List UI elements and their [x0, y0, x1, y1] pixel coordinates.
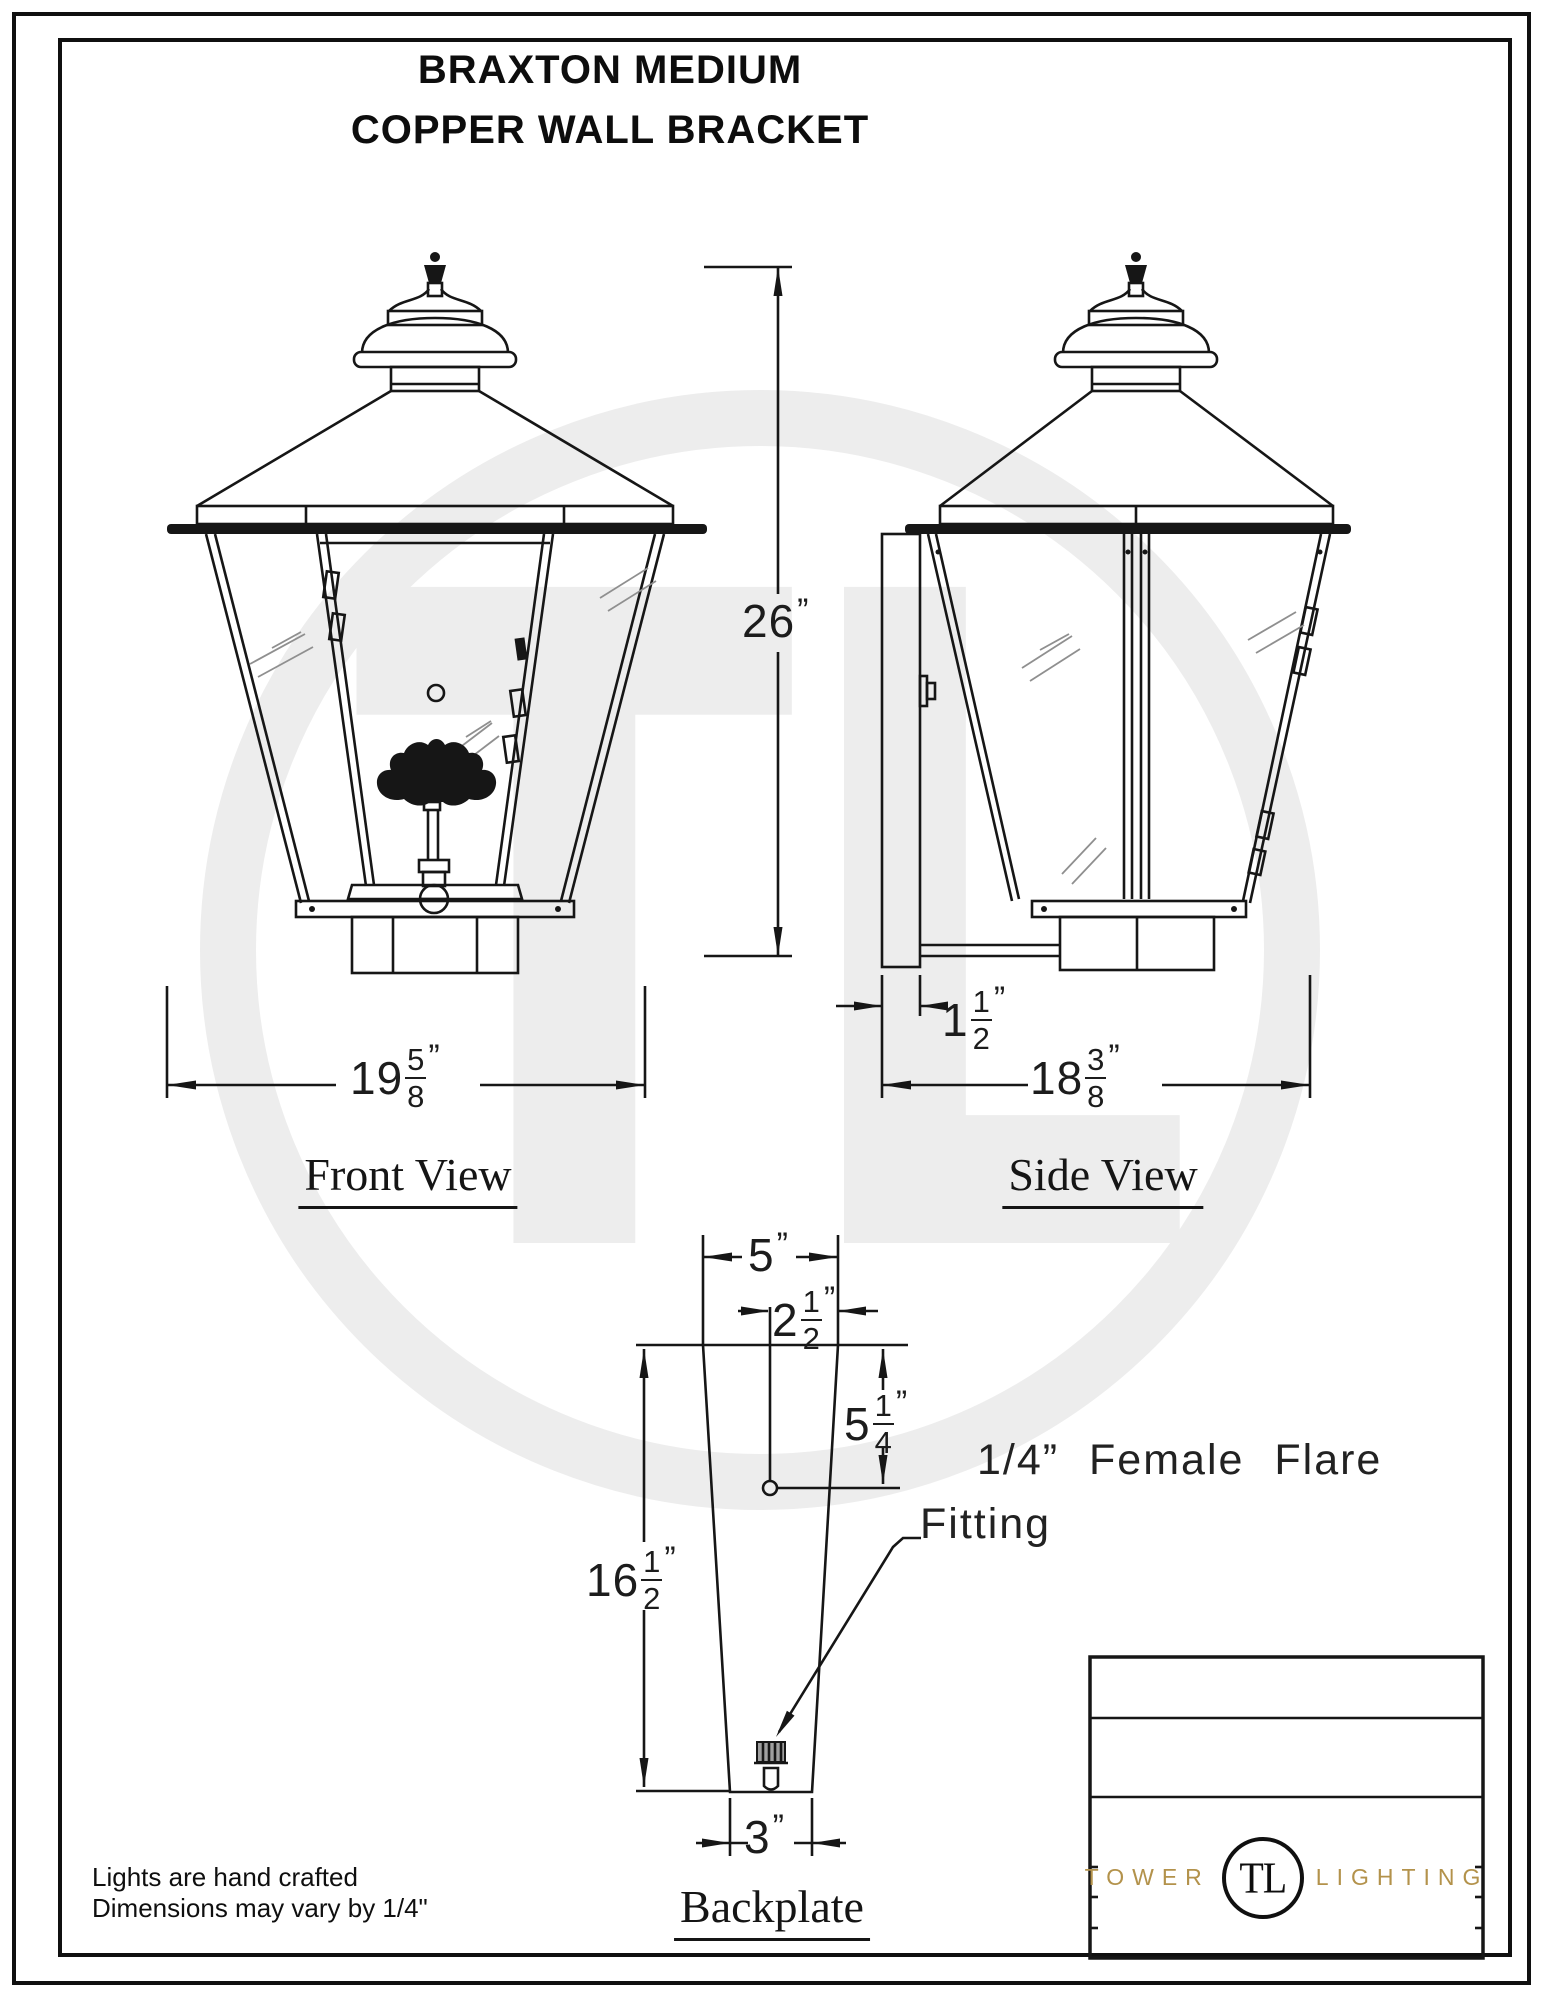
dim-front-width: 19 5 8 ” — [350, 1040, 440, 1114]
logo-word-left: TOWER — [1084, 1864, 1210, 1890]
dim-plate-height: 16 1 2 ” — [586, 1542, 676, 1616]
inch-mark: ” — [428, 1038, 440, 1076]
inch-mark: ” — [664, 1540, 676, 1578]
dim-value: 5 — [844, 1398, 871, 1450]
dim-value: 16 — [586, 1554, 640, 1606]
dim-hole-offset: 2 1 2 ” — [772, 1282, 835, 1356]
fraction-numerator: 3 — [1085, 1042, 1107, 1079]
front-body — [204, 533, 666, 904]
inch-mark: ” — [1108, 1038, 1120, 1076]
flare-fitting — [754, 1741, 788, 1791]
side-finial — [1089, 252, 1183, 312]
dim-value: 2 — [772, 1294, 799, 1346]
side-body — [926, 533, 1332, 904]
fraction-numerator: 1 — [970, 984, 992, 1021]
inch-mark: ” — [772, 1808, 784, 1846]
logo-word-right: LIGHTING — [1315, 1864, 1489, 1890]
dim-value: 1 — [942, 994, 969, 1046]
fraction-denominator: 4 — [874, 1425, 892, 1460]
fraction-numerator: 1 — [641, 1544, 663, 1581]
side-base — [1030, 899, 1248, 972]
side-wall-plate — [880, 532, 1060, 969]
side-roof — [905, 389, 1351, 534]
dim-front-height: 26 ” — [742, 594, 809, 647]
fraction-numerator: 5 — [405, 1042, 427, 1079]
fraction-denominator: 8 — [1087, 1079, 1105, 1114]
outer-border — [12, 12, 1531, 1985]
fraction-denominator: 2 — [643, 1581, 661, 1616]
fraction-numerator: 1 — [872, 1388, 894, 1425]
dimension-lines — [165, 265, 1312, 1856]
front-view-label: Front View — [298, 1148, 518, 1209]
dim-side-bracket-offset: 1 1 2 ” — [942, 982, 1005, 1056]
front-gas-burner — [376, 739, 497, 915]
title-block — [1088, 1655, 1485, 1960]
dim-fraction: 1 2 — [970, 984, 992, 1056]
front-view-drawing — [167, 252, 707, 975]
dim-value: 18 — [1030, 1052, 1084, 1104]
front-roof — [167, 389, 707, 534]
side-cap — [1053, 309, 1219, 393]
inner-border — [58, 38, 1512, 1957]
fraction-denominator: 8 — [407, 1079, 425, 1114]
dim-value: 19 — [350, 1052, 404, 1104]
drawing-title: BRAXTON MEDIUM COPPER WALL BRACKET — [60, 50, 1160, 170]
dim-plate-bottom-width: 3 ” — [744, 1810, 784, 1863]
side-view-label: Side View — [1002, 1148, 1204, 1209]
dim-plate-top-width: 5 ” — [748, 1228, 788, 1281]
footer-note-2: Dimensions may vary by 1/4" — [92, 1893, 428, 1923]
title-line-2: COPPER WALL BRACKET — [350, 108, 870, 152]
front-base — [294, 899, 576, 975]
title-line-1: BRAXTON MEDIUM — [417, 48, 803, 92]
tower-lighting-logo: TOWER TL LIGHTING — [1085, 1797, 1483, 1958]
dim-fraction: 1 2 — [641, 1544, 663, 1616]
front-finial — [388, 252, 482, 312]
dim-fraction: 1 4 — [872, 1388, 894, 1460]
inch-mark: ” — [895, 1384, 908, 1422]
side-view-drawing — [880, 252, 1351, 972]
dim-fraction: 1 2 — [800, 1284, 822, 1356]
fitting-leader-line — [777, 1536, 921, 1733]
inch-mark: ” — [776, 1226, 788, 1264]
logo-monogram: TL — [1239, 1852, 1287, 1903]
inch-mark: ” — [797, 592, 809, 630]
front-cap — [352, 309, 518, 393]
fraction-numerator: 1 — [800, 1284, 822, 1321]
fitting-annotation-line2: Fitting — [920, 1500, 1052, 1548]
dim-value: 5 — [748, 1229, 775, 1281]
fraction-denominator: 2 — [972, 1021, 990, 1056]
backplate-drawing — [701, 1307, 900, 1794]
fitting-annotation-line1: 1/4” Female Flare — [977, 1436, 1383, 1484]
inch-mark: ” — [823, 1280, 836, 1318]
footer-note-1: Lights are hand crafted — [92, 1862, 358, 1892]
dim-fraction: 5 8 — [405, 1042, 427, 1114]
logo-circle: TL — [1221, 1836, 1304, 1919]
dim-fraction: 3 8 — [1085, 1042, 1107, 1114]
footer-notes: Lights are hand crafted Dimensions may v… — [92, 1862, 428, 1924]
fraction-denominator: 2 — [802, 1321, 820, 1356]
dim-value: 26 — [742, 595, 796, 647]
dim-value: 3 — [744, 1811, 771, 1863]
inch-mark: ” — [993, 980, 1006, 1018]
dim-side-depth: 18 3 8 ” — [1030, 1040, 1120, 1114]
dim-hole-drop: 5 1 4 ” — [844, 1386, 907, 1460]
backplate-label: Backplate — [674, 1880, 870, 1941]
